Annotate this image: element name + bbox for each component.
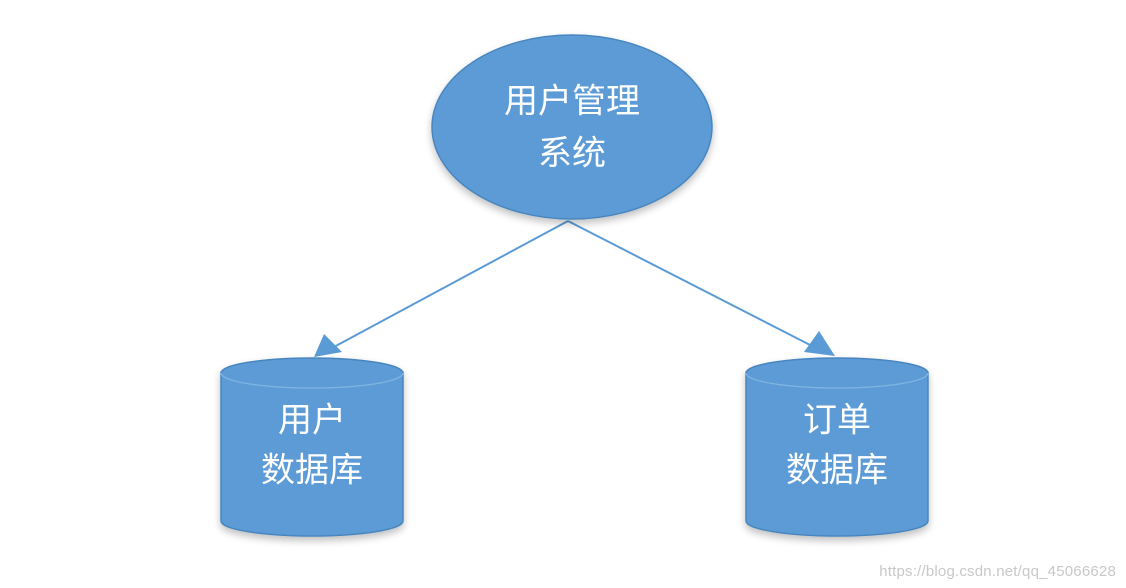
arrowhead-right — [804, 331, 835, 356]
order-database-label-line2: 数据库 — [786, 451, 888, 491]
connector-root-to-order-db — [567, 220, 835, 356]
connector-root-to-user-db — [314, 220, 569, 357]
order-database-node — [745, 357, 929, 537]
user-database-body — [220, 372, 404, 537]
root-node-shape — [431, 34, 713, 220]
watermark-text: https://blog.csdn.net/qq_45066628 — [879, 563, 1116, 580]
order-database-label-line1: 订单 — [803, 401, 871, 441]
user-database-label-line1: 用户 — [278, 401, 346, 441]
arrowhead-left — [314, 334, 342, 357]
root-node — [431, 34, 713, 220]
user-database-label-line2: 数据库 — [261, 451, 363, 491]
root-node-label-line2: 系统 — [538, 134, 606, 174]
root-node-label-line1: 用户管理 — [504, 82, 640, 122]
user-database-node — [220, 357, 404, 537]
order-database-body — [745, 372, 929, 537]
